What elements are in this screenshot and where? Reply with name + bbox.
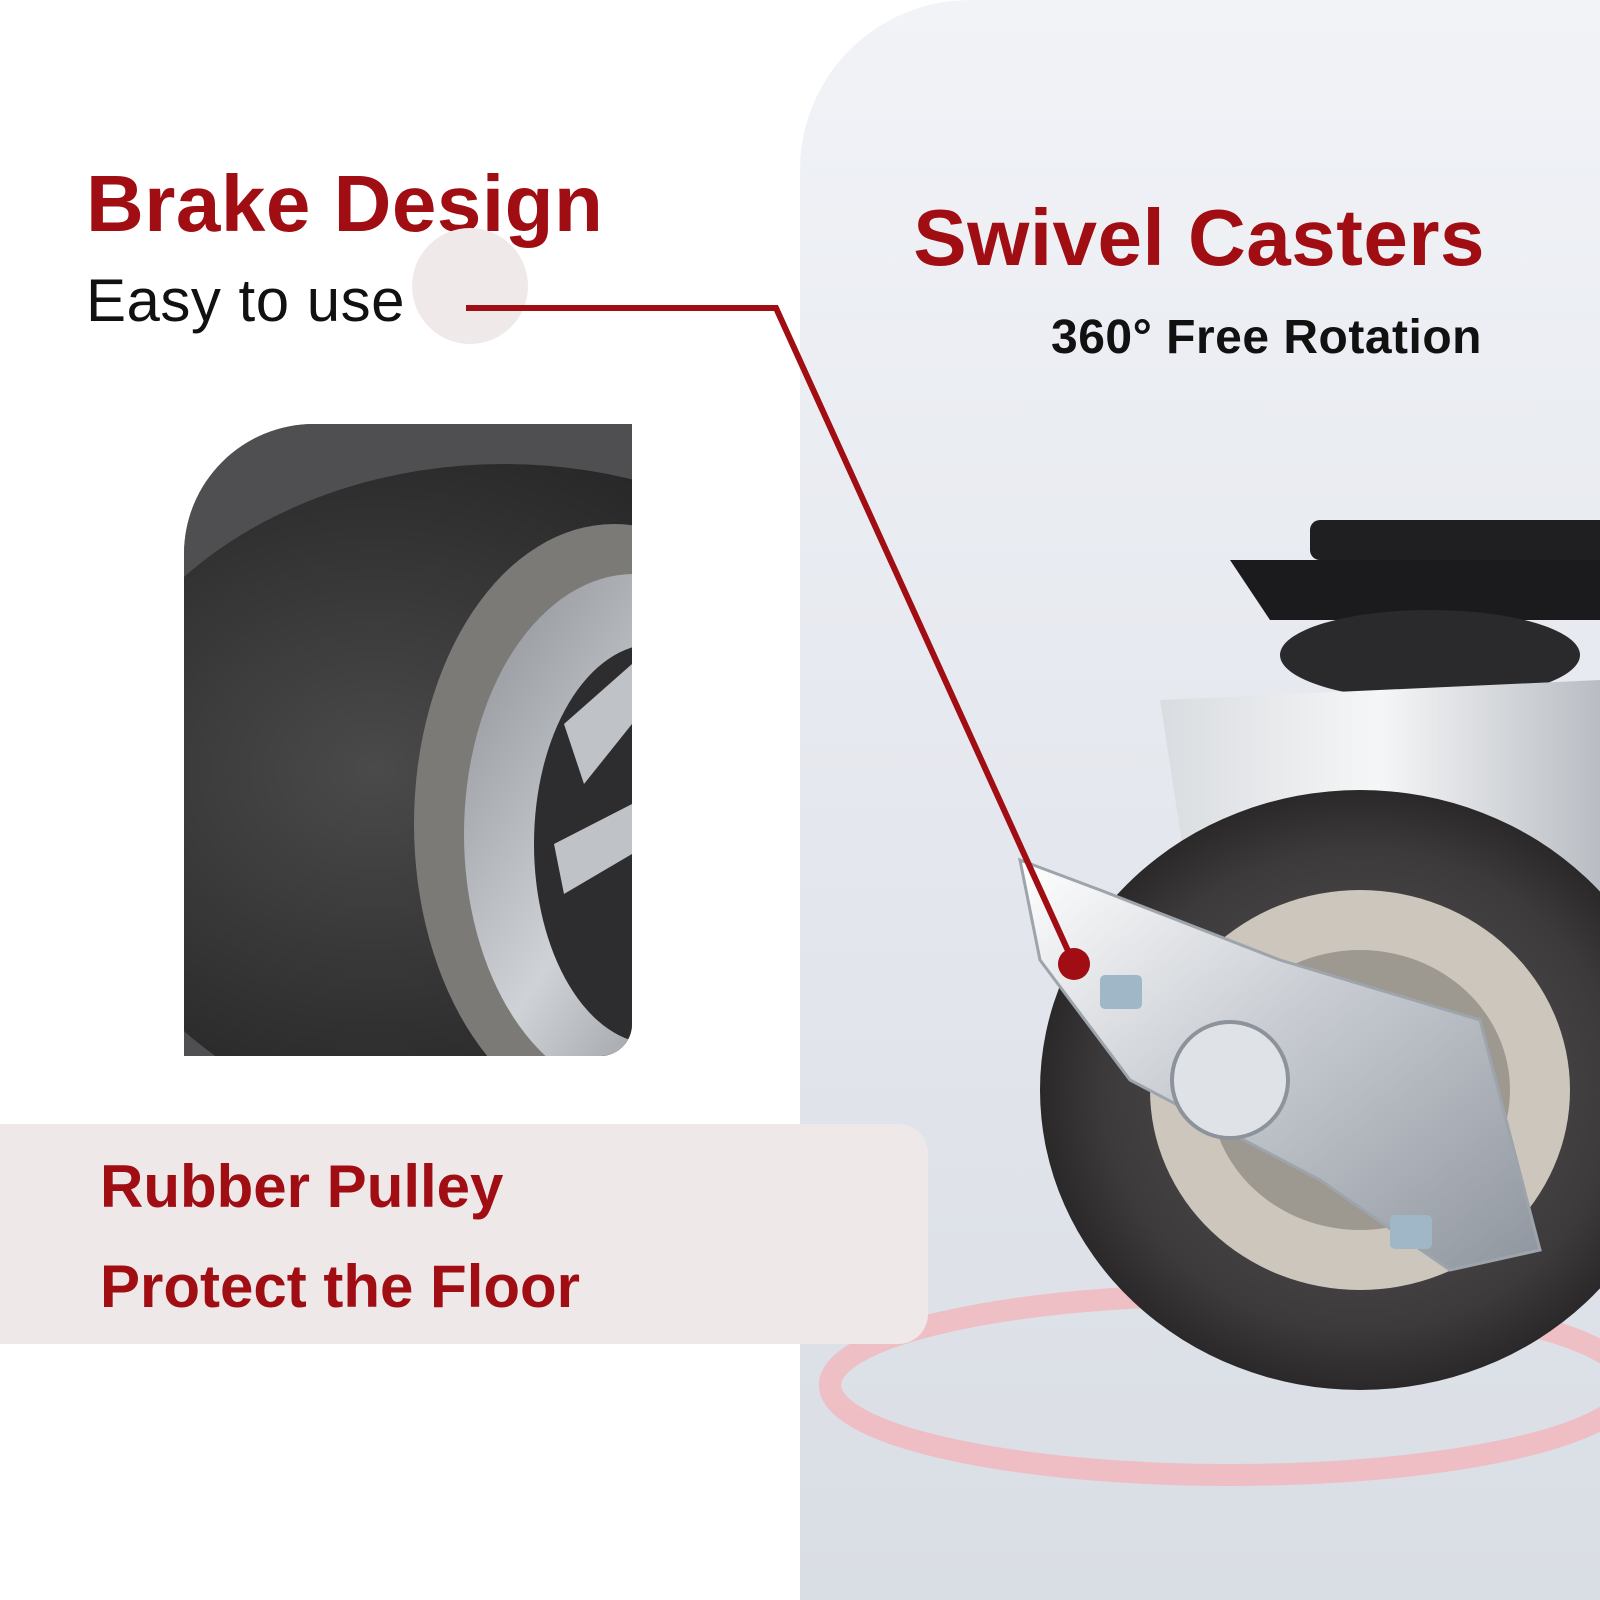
rubber-pulley-title: Rubber Pulley [100, 1153, 504, 1220]
rubber-pulley-band: Rubber Pulley Protect the Floor [0, 1124, 928, 1344]
caster-wheel-illustration [819, 520, 1600, 1486]
brake-design-title: Brake Design [86, 159, 604, 248]
wheel-closeup-illustration [184, 424, 632, 1056]
product-photo-panel [800, 0, 1600, 1600]
swivel-casters-subtitle: 360° Free Rotation [1051, 311, 1482, 364]
swivel-casters-title: Swivel Casters [913, 193, 1485, 282]
brake-callout-circle [412, 228, 528, 344]
rubber-pulley-subtitle: Protect the Floor [100, 1253, 581, 1320]
brake-design-subtitle: Easy to use [86, 267, 406, 334]
wheel-closeup-image [184, 424, 632, 1056]
